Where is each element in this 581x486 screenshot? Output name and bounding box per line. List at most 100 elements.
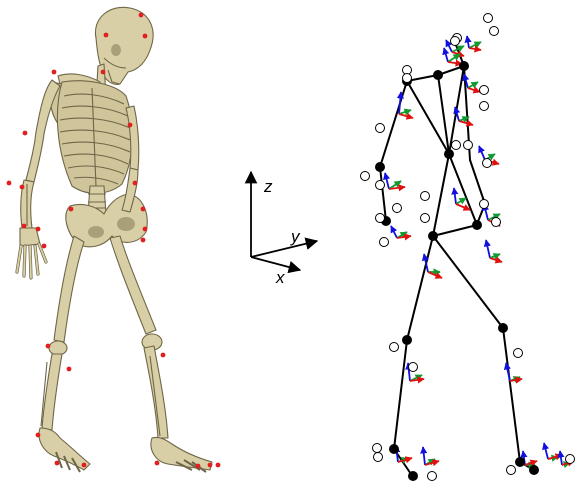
joint-frame [523, 451, 537, 465]
frame-y-arrow [468, 82, 478, 88]
femur-right [54, 236, 84, 342]
virtual-marker [376, 181, 385, 190]
virtual-marker [409, 363, 418, 372]
virtual-marker [428, 472, 437, 481]
skin-marker [141, 207, 146, 212]
humerus-right [26, 80, 60, 182]
segment-link [470, 160, 485, 204]
frame-z-arrow [391, 226, 397, 238]
skin-marker [161, 353, 166, 358]
skin-marker [82, 463, 87, 468]
frame-y-arrow [456, 198, 466, 204]
joint-frame [385, 173, 405, 189]
skin-marker [101, 70, 106, 75]
y-axis-arrow [251, 241, 317, 257]
skin-marker [155, 461, 160, 466]
joint-frame [391, 226, 411, 238]
skin-marker [36, 433, 41, 438]
skin-marker [46, 344, 51, 349]
x-axis-label: x [275, 268, 285, 287]
skin-marker [133, 181, 138, 186]
z-axis-label: z [263, 177, 273, 196]
virtual-marker [380, 238, 389, 247]
joint-frame [455, 107, 473, 125]
joint-node [408, 471, 418, 481]
segment-link [438, 75, 449, 154]
joint-node [433, 70, 443, 80]
segment-link [380, 81, 407, 167]
virtual-marker [490, 27, 499, 36]
virtual-marker [376, 124, 385, 133]
y-axis-label: y [290, 227, 301, 246]
frame-z-arrow [560, 451, 562, 465]
virtual-marker [480, 200, 489, 209]
virtual-marker [421, 192, 430, 201]
virtual-marker [480, 102, 489, 111]
skin-marker [36, 227, 41, 232]
segment-link [433, 236, 503, 328]
joint-frame [467, 36, 481, 50]
virtual-marker [421, 214, 430, 223]
frame-x-arrow [459, 121, 473, 125]
virtual-marker [376, 214, 385, 223]
virtual-marker [403, 74, 412, 83]
frame-z-arrow [399, 92, 401, 114]
joint-frames [385, 36, 574, 465]
virtual-marker [566, 455, 575, 464]
virtual-marker [452, 141, 461, 150]
virtual-marker [374, 453, 383, 462]
skeleton-bones [17, 7, 212, 472]
joint-node [402, 335, 412, 345]
frame-y-arrow [490, 254, 500, 258]
joint-node [472, 220, 482, 230]
virtual-marker [464, 141, 473, 150]
skin-marker [216, 463, 221, 468]
virtual-marker [484, 14, 493, 23]
virtual-marker [514, 349, 523, 358]
frame-x-arrow [510, 379, 522, 381]
frame-z-arrow [385, 173, 389, 189]
frame-y-arrow [469, 42, 481, 48]
joint-frame [423, 447, 439, 465]
segment-link [394, 340, 407, 449]
segment-link [407, 236, 433, 340]
skeleton-model [7, 7, 221, 472]
skin-marker [208, 463, 213, 468]
skin-marker [22, 224, 27, 229]
skin-marker [143, 34, 148, 39]
joint-node [459, 61, 469, 71]
frame-y-arrow [399, 110, 411, 114]
frame-z-arrow [454, 188, 456, 204]
segment-link [433, 154, 449, 236]
skin-marker [55, 461, 60, 466]
skin-marker [141, 238, 146, 243]
skin-marker [139, 13, 144, 18]
segment-link [433, 225, 477, 236]
joint-node [389, 444, 399, 454]
skin-marker [20, 185, 25, 190]
virtual-marker [451, 37, 460, 46]
frame-x-arrow [468, 88, 480, 92]
stick-figure-model [361, 14, 575, 482]
joint-node [515, 457, 525, 467]
joint-node [428, 231, 438, 241]
joint-node [529, 465, 539, 475]
virtual-marker [361, 172, 370, 181]
joint-node [444, 149, 454, 159]
frame-z-arrow [444, 48, 448, 62]
segment-link [407, 81, 449, 154]
virtual-marker [390, 343, 399, 352]
segment-links [380, 45, 534, 477]
skin-marker [128, 123, 133, 128]
skin-marker [196, 464, 201, 469]
virtual-marker [393, 204, 402, 213]
tibia-left [144, 346, 168, 438]
skin-marker [7, 181, 12, 186]
virtual-marker [373, 444, 382, 453]
rib-cage [57, 81, 132, 194]
virtual-marker [507, 466, 516, 475]
skin-marker [104, 33, 109, 38]
hand-right [17, 228, 46, 278]
